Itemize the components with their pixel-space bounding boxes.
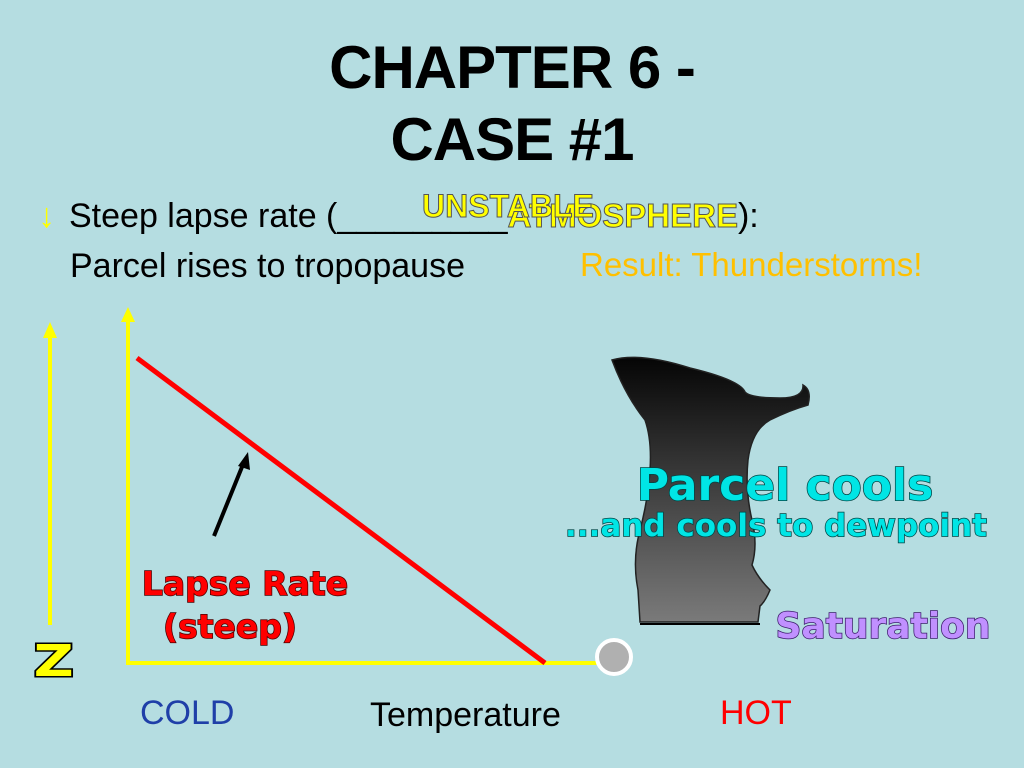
pointer-arrow [212,452,250,537]
title-line-2: CASE #1 [390,106,634,173]
bullet-line: ↓ Steep lapse rate (_________ATMOSPHERE): [38,196,759,236]
saturation-label: Saturation [775,606,990,647]
cools-to-dewpoint-label: ...and cools to dewpoint [565,508,987,544]
slide-title: CHAPTER 6 - CASE #1 [0,32,1024,176]
z-axis-arrow [43,322,57,625]
steep-label: (steep) [163,607,297,646]
bullet-blank: _________ [337,197,508,235]
parcel-circle [595,638,633,676]
title-line-1: CHAPTER 6 - [329,34,696,101]
z-axis-label: Z [34,635,74,686]
vertical-axis [121,307,135,665]
lapse-rate-line [135,355,547,666]
cloud-shape [611,356,810,623]
parcel-cools-label: Parcel cools [637,460,934,511]
down-arrow-icon: ↓ [38,197,55,235]
lapse-rate-label: Lapse Rate [142,564,348,603]
temperature-axis-label: Temperature [370,696,561,734]
hot-label: HOT [720,694,792,732]
atmosphere-word: ATMOSPHERE [507,197,738,235]
bullet-text-after: ): [737,197,759,235]
result-text: Result: Thunderstorms! [580,246,923,283]
unstable-word: UNSTABLE [422,188,595,225]
parcel-rises-text: Parcel rises to tropopause [70,247,465,285]
cold-label: COLD [140,694,235,732]
bullet-text-before: Steep lapse rate ( [69,197,338,235]
